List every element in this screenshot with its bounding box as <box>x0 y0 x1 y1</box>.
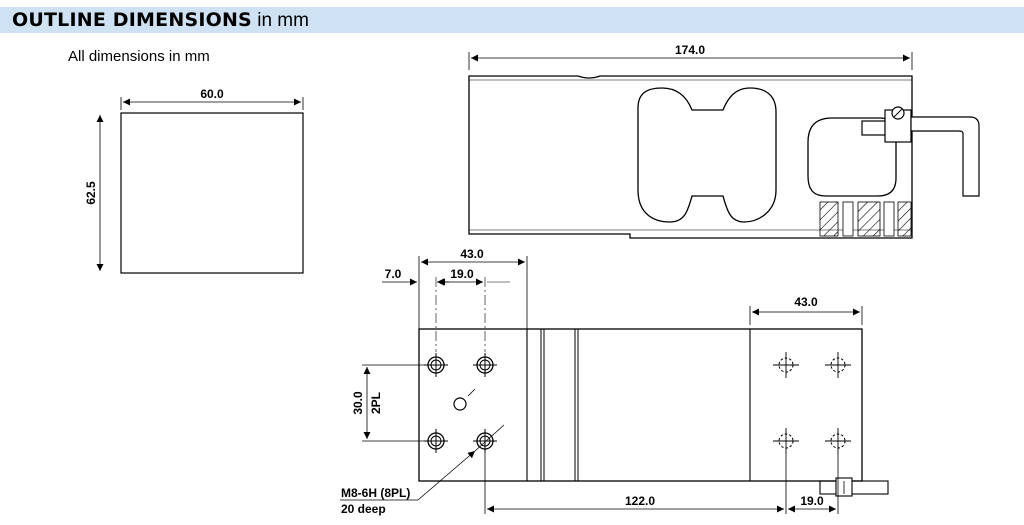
thread-hole <box>424 429 448 453</box>
right-hole-offset-label: 19.0 <box>800 494 824 508</box>
right-block-label: 43.0 <box>794 295 818 309</box>
hole-spacing-x-label: 19.0 <box>450 267 474 281</box>
units-note: All dimensions in mm <box>68 48 210 65</box>
cable-exit <box>819 480 889 495</box>
cable-gland <box>861 120 887 136</box>
section-title-bold: OUTLINE DIMENSIONS <box>12 9 252 31</box>
section-title: OUTLINE DIMENSIONS in mm <box>12 9 309 32</box>
cable <box>910 116 980 197</box>
hole-spacing-y-count: 2PL <box>369 392 383 414</box>
callout-leader <box>417 450 476 501</box>
right-thread-holes <box>773 352 851 454</box>
hidden-hole <box>773 428 799 454</box>
side-length-label: 174.0 <box>675 43 705 57</box>
hidden-hole <box>773 352 799 378</box>
section-title-unit: in mm <box>251 10 309 31</box>
thread-hole <box>424 353 448 377</box>
side-view: 174.0 <box>468 43 980 239</box>
left-thread-holes <box>424 353 497 453</box>
thread-callout-line2: 20 deep <box>341 502 386 516</box>
front-view: 60.0 62.5 <box>84 87 304 274</box>
thread-hole <box>473 429 497 453</box>
section-header: OUTLINE DIMENSIONS in mm <box>0 7 1024 33</box>
center-hole <box>453 397 467 411</box>
hidden-hole <box>825 352 851 378</box>
top-view: 43.0 7.0 19.0 43.0 <box>340 247 889 516</box>
span-label: 122.0 <box>625 494 655 508</box>
side-outline <box>468 75 913 239</box>
left-offset-label: 7.0 <box>385 267 402 281</box>
front-width-label: 60.0 <box>200 87 224 101</box>
thread-section-1 <box>819 201 839 237</box>
top-outline <box>418 328 863 482</box>
left-block-label: 43.0 <box>460 247 484 261</box>
front-height-label: 62.5 <box>84 181 98 205</box>
thread-hole <box>473 353 497 377</box>
thread-section-2 <box>857 201 881 237</box>
hidden-hole <box>825 428 851 454</box>
front-outline <box>120 112 304 274</box>
thread-section-3 <box>897 201 912 237</box>
thread-callout-line1: M8-6H (8PL) <box>341 486 410 500</box>
hole-spacing-y-label: 30.0 <box>351 391 365 415</box>
bending-beam-cutout <box>637 87 777 223</box>
